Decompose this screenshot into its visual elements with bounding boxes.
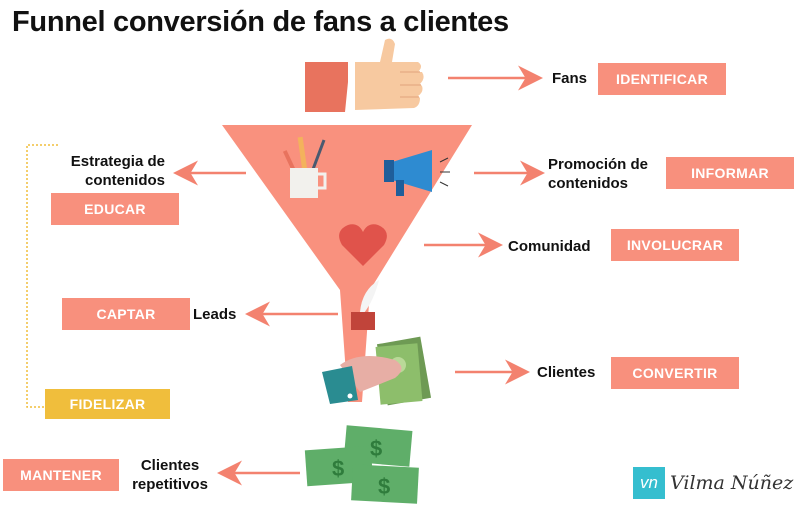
action-educar: EDUCAR: [51, 193, 179, 225]
label-fans: Fans: [552, 70, 588, 87]
heart-icon: [339, 224, 387, 266]
action-captar: CAPTAR: [62, 298, 190, 330]
brand-logo-icon: vn: [633, 467, 665, 499]
action-identificar: IDENTIFICAR: [598, 63, 726, 95]
money-hand-icon: [322, 336, 432, 406]
label-clientes: Clientes: [537, 364, 596, 381]
loop-dotted-line: [26, 144, 58, 408]
svg-text:$: $: [378, 474, 390, 499]
action-fidelizar: FIDELIZAR: [45, 389, 170, 419]
action-informar: INFORMAR: [666, 157, 794, 189]
pencil-mug-icon: [282, 136, 327, 198]
page-title: Funnel conversión de fans a clientes: [12, 6, 509, 38]
inkwell-icon: [351, 280, 379, 330]
label-promocion: Promoción de contenidos: [548, 156, 649, 192]
label-comunidad: Comunidad: [508, 238, 591, 255]
action-convertir: CONVERTIR: [611, 357, 739, 389]
label-clientes-repetitivos: Clientes repetitivos: [132, 457, 208, 493]
brand-name: Vilma Núñez: [670, 472, 794, 494]
action-mantener: MANTENER: [3, 459, 119, 491]
svg-text:$: $: [370, 436, 382, 461]
thumbs-up-icon: [305, 38, 424, 114]
money-bills-icon: $ $ $: [304, 425, 419, 504]
label-estrategia: Estrategia de contenidos: [70, 153, 165, 189]
svg-text:$: $: [332, 456, 344, 481]
action-involucrar: INVOLUCRAR: [611, 229, 739, 261]
megaphone-icon: [384, 150, 450, 196]
label-leads: Leads: [193, 306, 237, 323]
funnel-shape: [222, 125, 472, 402]
